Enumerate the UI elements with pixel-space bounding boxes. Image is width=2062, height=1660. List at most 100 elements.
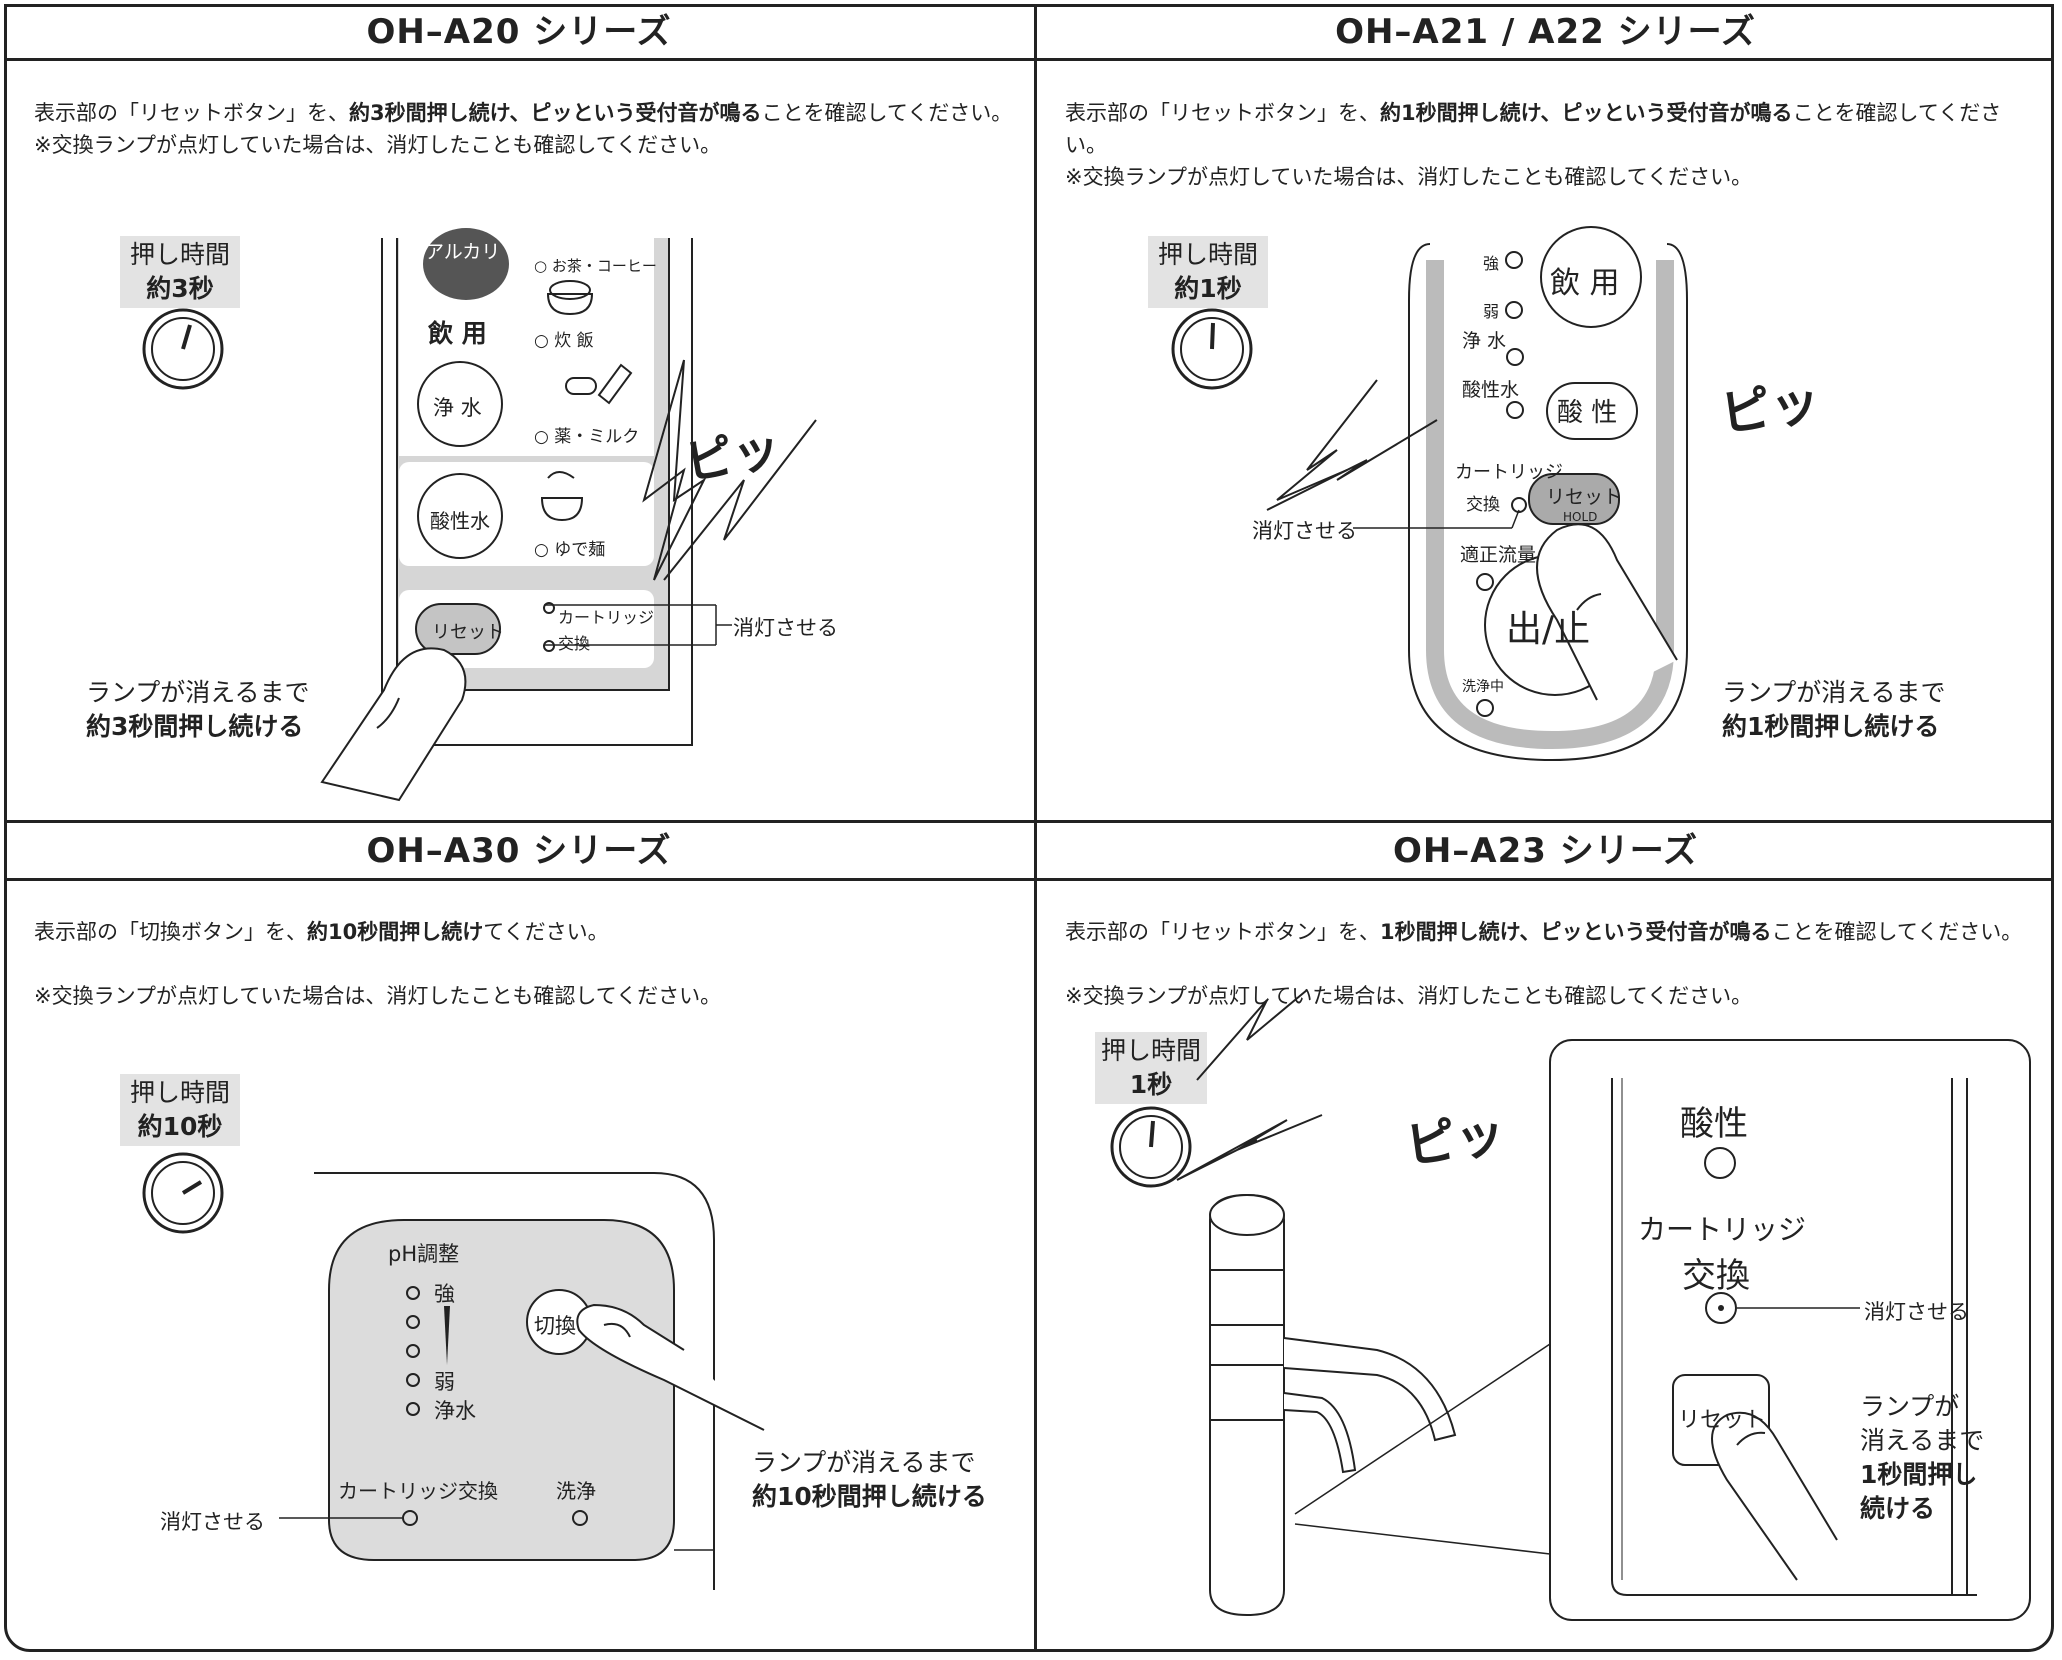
q3-timer-value: 約10秒 [137,1112,223,1141]
page-frame [4,4,2054,1652]
q3-title: OH–A30 シリーズ [366,831,672,871]
q1-illustration [142,228,817,802]
q3-illustration [142,1152,765,1590]
q4-beep-lightning [1176,989,1323,1181]
q1-timer-label: 押し時間 [130,240,231,269]
q4-inst1: ランプが [1860,1392,1960,1421]
q4-p1a: 表示部の「リセットボタン」を、 [1065,920,1380,944]
q1-rice-mode: ○ 炊 飯 [534,331,594,351]
q3-strong-label: 強 [434,1282,455,1306]
q1-medicine-mode: ○ 薬・ミルク [534,427,640,447]
q1-p1b: 約3秒間押し続け、ピッという受付音が鳴る [349,101,762,125]
q2-cartridge-label: カートリッジ [1455,462,1563,483]
q1-inst2: 約3秒間押し続ける [86,712,304,741]
q1-inst1: ランプが消えるまで [86,678,310,707]
q4-reset-button[interactable]: リセット [1678,1408,1767,1433]
q2-acid-button[interactable]: 酸 性 [1557,398,1618,428]
q4-p1b: 1秒間押し続け、ピッという受付音が鳴る [1380,920,1772,944]
q1-alkali-button[interactable]: アルカリ [425,241,501,263]
q4-timer-value: 1秒 [1129,1070,1173,1099]
q1-noodle-mode: ○ ゆで麺 [534,540,606,560]
q3-weak-label: 弱 [434,1370,455,1394]
q3-hold-instruction: ランプが消えるまで約10秒間押し続ける [752,1446,987,1514]
q2-beep-lightning [1266,379,1438,511]
q1-instruction: 表示部の「リセットボタン」を、約3秒間押し続け、ピッという受付音が鳴ることを確認… [34,97,1014,161]
q2-josui-label: 浄 水 [1462,330,1507,352]
q2-inst1: ランプが消えるまで [1722,678,1946,707]
q4-press-time: 押し時間 1秒 [1095,1032,1208,1104]
q2-koukan-label: 交換 [1466,495,1500,515]
q1-p1a: 表示部の「リセットボタン」を、 [34,101,349,125]
q2-sanseisui-label: 酸性水 [1462,379,1520,401]
q4-instruction: 表示部の「リセットボタン」を、1秒間押し続け、ピッという受付音が鳴ることを確認し… [1065,916,2050,1012]
header-divider-top [4,58,2054,61]
q4-off-label: 消灯させる [1864,1300,1969,1324]
q3-josui-label: 浄水 [434,1399,476,1423]
q3-press-time: 押し時間 約10秒 [120,1074,241,1146]
q4-note: ※交換ランプが点灯していた場合は、消灯したことも確認してください。 [1065,984,1753,1008]
q3-ph-label: pH調整 [388,1242,460,1266]
q2-p1a: 表示部の「リセットボタン」を、 [1065,101,1380,125]
q2-hold-instruction: ランプが消えるまで約1秒間押し続ける [1722,676,1946,744]
q1-drink-label: 飲 用 [428,319,487,348]
q3-switch-button[interactable]: 切換 [534,1314,576,1338]
q3-p1c: てください。 [483,920,609,944]
q2-note: ※交換ランプが点灯していた場合は、消灯したことも確認してください。 [1065,165,1753,189]
q4-faucet [1209,1193,1457,1617]
row-divider [4,820,2054,823]
q4-inst3: 1秒間押し [1860,1460,1978,1489]
q2-reset-button[interactable]: リセット [1546,486,1623,508]
column-divider [1034,4,1037,1652]
q2-p1c: ことを確認してください。 [1065,101,2002,157]
q2-strong-label: 強 [1483,254,1500,273]
q3-off-label: 消灯させる [160,1510,265,1534]
q2-outstop-button[interactable]: 出/止 [1506,609,1591,650]
q2-title: OH–A21 / A22 シリーズ [1335,12,1756,52]
q1-hold-instruction: ランプが消えるまで約3秒間押し続ける [86,676,310,744]
q4-beep-text: ピッ [1402,1104,1510,1176]
q4-cartridge-label: カートリッジ [1638,1213,1807,1246]
q1-press-time: 押し時間 約3秒 [120,236,241,308]
q1-p1c: ことを確認してください。 [761,101,1013,125]
q3-timer-label: 押し時間 [130,1078,231,1107]
q4-hold-instruction: ランプが 消えるまで 1秒間押し 続ける [1860,1390,1984,1526]
q2-press-time: 押し時間 約1秒 [1148,236,1269,308]
q4-timer-label: 押し時間 [1101,1036,1202,1065]
q3-p1a: 表示部の「切換ボタン」を、 [34,920,307,944]
q2-weak-label: 弱 [1483,302,1500,321]
q2-instruction: 表示部の「リセットボタン」を、約1秒間押し続け、ピッという受付音が鳴ることを確認… [1065,97,2035,193]
q1-sanseisui-button[interactable]: 酸性水 [430,509,490,533]
q3-inst2: 約10秒間押し続ける [752,1482,987,1511]
q1-koukan-label: 交換 [558,634,591,653]
q2-p1b: 約1秒間押し続け、ピッという受付音が鳴る [1380,101,1793,125]
q4-illustration [1110,989,2031,1621]
q2-off-label: 消灯させる [1252,519,1357,543]
q2-beep-text: ピッ [1717,372,1825,444]
q1-timer-value: 約3秒 [146,274,214,303]
q2-illustration [1171,226,1688,762]
q4-title: OH–A23 シリーズ [1392,831,1699,871]
q1-josui-button[interactable]: 浄 水 [433,396,482,420]
q1-reset-button[interactable]: リセット [432,622,504,643]
q3-clock-icon [142,1152,224,1234]
q3-inst1: ランプが消えるまで [752,1448,976,1477]
q4-inst2: 消えるまで [1860,1426,1985,1455]
q1-beep-lightning [642,359,817,581]
q4-inst4: 続ける [1860,1494,1936,1523]
q4-p1c: ことを確認してください。 [1771,920,2023,944]
q2-clock-icon [1171,308,1253,390]
q1-tea-mode: ○ お茶・コーヒー [534,257,657,275]
q1-off-label: 消灯させる [733,616,838,640]
q2-drink-button[interactable]: 飲 用 [1550,266,1620,301]
q3-wash-label: 洗浄 [556,1479,596,1503]
q3-note: ※交換ランプが点灯していた場合は、消灯したことも確認してください。 [34,984,722,1008]
q1-clock-icon [142,308,224,390]
q3-cartridge-label: カートリッジ交換 [338,1479,498,1503]
q4-koukan-label: 交換 [1682,1256,1750,1296]
q4-acid-label: 酸性 [1680,1104,1748,1144]
q2-hold-label: HOLD [1563,510,1598,524]
q4-clock-icon [1110,1106,1192,1188]
q2-flow-label: 適正流量 [1460,544,1537,566]
q2-washing-label: 洗浄中 [1462,679,1504,695]
q3-p1b: 約10秒間押し続け [307,920,484,944]
